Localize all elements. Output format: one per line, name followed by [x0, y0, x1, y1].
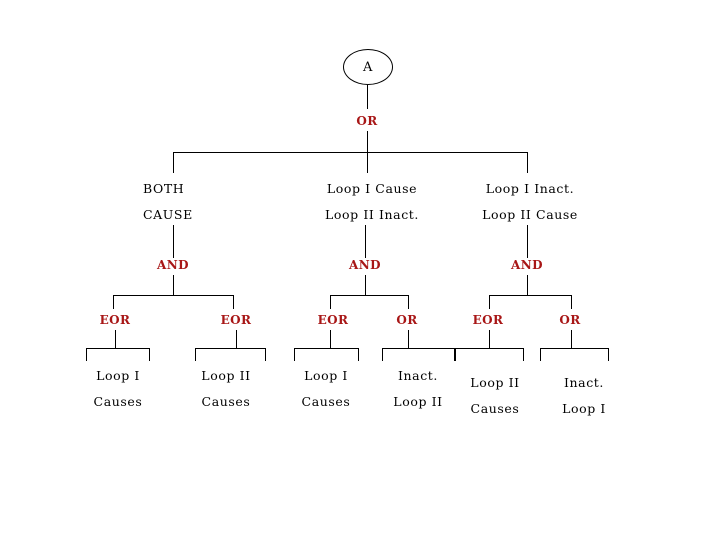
connector-and3-child1 — [489, 295, 490, 309]
connector-and3-child2 — [571, 295, 572, 309]
bracket-b2c2 — [382, 348, 454, 349]
leaf-b1c1: Loop I Causes — [94, 363, 143, 415]
event-branch3-line2: Loop II Cause — [482, 207, 578, 222]
bracket-b3c2-right-tick — [608, 348, 609, 361]
connector-and3-stem — [527, 275, 528, 295]
gate-branch3-child2-or: OR — [559, 313, 581, 327]
leaf-b2c1-line2: Causes — [301, 394, 351, 409]
event-branch1-line2: CAUSE — [143, 207, 193, 222]
bracket-b1c1-left-tick — [86, 348, 87, 361]
connector-b2c1-stem — [330, 330, 331, 348]
event-branch2-line2: Loop II Inact. — [324, 207, 420, 222]
bus-branch3 — [489, 295, 571, 296]
connector-and1-stem — [173, 275, 174, 295]
connector-b1c1-stem — [115, 330, 116, 348]
bracket-b1c2 — [195, 348, 265, 349]
connector-branch3-to-and — [527, 225, 528, 258]
gate-branch3-and: AND — [511, 258, 543, 272]
gate-branch2-and: AND — [349, 258, 381, 272]
gate-branch1-and: AND — [157, 258, 189, 272]
bracket-b3c1-right-tick — [523, 348, 524, 361]
bracket-b3c1 — [455, 348, 523, 349]
root-event-label: A — [363, 60, 373, 75]
leaf-b1c2-line2: Causes — [201, 394, 251, 409]
leaf-b1c1-line2: Causes — [93, 394, 143, 409]
connector-branch1-to-and — [173, 225, 174, 258]
bracket-b2c2-left-tick — [382, 348, 383, 361]
leaf-b3c1: Loop II Causes — [470, 370, 519, 422]
leaf-b3c1-line1: Loop II — [470, 375, 520, 390]
leaf-b2c1: Loop I Causes — [302, 363, 351, 415]
leaf-b2c2: Inact. Loop II — [393, 363, 442, 415]
bracket-b2c1-left-tick — [294, 348, 295, 361]
leaf-b2c2-line2: Loop II — [393, 394, 443, 409]
bracket-b1c2-left-tick — [195, 348, 196, 361]
connector-b2c2-stem — [408, 330, 409, 348]
connector-branch1-drop — [173, 152, 174, 173]
bus-level1 — [173, 152, 527, 153]
gate-branch2-child2-or: OR — [396, 313, 418, 327]
gate-branch2-child1-eor: EOR — [317, 313, 349, 327]
event-branch2: Loop I Cause Loop II Inact. — [325, 176, 419, 228]
event-branch1: BOTH CAUSE — [143, 176, 193, 228]
bracket-b3c2 — [540, 348, 608, 349]
leaf-b1c2: Loop II Causes — [201, 363, 250, 415]
gate-branch1-child1-eor: EOR — [99, 313, 131, 327]
leaf-b1c1-line1: Loop I — [96, 368, 140, 383]
bracket-b1c2-right-tick — [265, 348, 266, 361]
connector-root-stem — [367, 85, 368, 109]
bracket-b3c1-left-tick — [455, 348, 456, 361]
leaf-b3c2-line2: Loop I — [562, 401, 606, 416]
event-branch3: Loop I Inact. Loop II Cause — [482, 176, 578, 228]
leaf-b3c1-line2: Causes — [470, 401, 520, 416]
leaf-b3c2-line1: Inact. — [563, 375, 605, 390]
connector-branch2-drop — [367, 152, 368, 173]
leaf-b2c1-line1: Loop I — [304, 368, 348, 383]
connector-and2-child1 — [330, 295, 331, 309]
connector-and2-stem — [365, 275, 366, 295]
connector-b3c1-stem — [489, 330, 490, 348]
connector-b1c2-stem — [236, 330, 237, 348]
root-event-ellipse: A — [343, 49, 393, 85]
bracket-b1c1 — [86, 348, 149, 349]
bracket-b2c1-right-tick — [358, 348, 359, 361]
leaf-b3c2: Inact. Loop I — [562, 370, 606, 422]
connector-branch3-drop — [527, 152, 528, 173]
bus-branch2 — [330, 295, 408, 296]
bracket-b3c2-left-tick — [540, 348, 541, 361]
connector-b3c2-stem — [571, 330, 572, 348]
connector-and2-child2 — [408, 295, 409, 309]
event-branch1-line1: BOTH — [143, 181, 185, 196]
connector-or-to-bus — [367, 131, 368, 152]
bracket-b2c2-right-tick — [454, 348, 455, 361]
gate-root-or: OR — [356, 114, 378, 128]
bracket-b1c1-right-tick — [149, 348, 150, 361]
event-branch2-line1: Loop I Cause — [326, 181, 418, 196]
connector-branch2-to-and — [365, 225, 366, 258]
gate-branch3-child1-eor: EOR — [472, 313, 504, 327]
leaf-b2c2-line1: Inact. — [397, 368, 439, 383]
connector-and1-child2 — [233, 295, 234, 309]
event-branch3-line1: Loop I Inact. — [485, 181, 575, 196]
bracket-b2c1 — [294, 348, 358, 349]
bus-branch1 — [113, 295, 233, 296]
connector-and1-child1 — [113, 295, 114, 309]
leaf-b1c2-line1: Loop II — [201, 368, 251, 383]
gate-branch1-child2-eor: EOR — [220, 313, 252, 327]
